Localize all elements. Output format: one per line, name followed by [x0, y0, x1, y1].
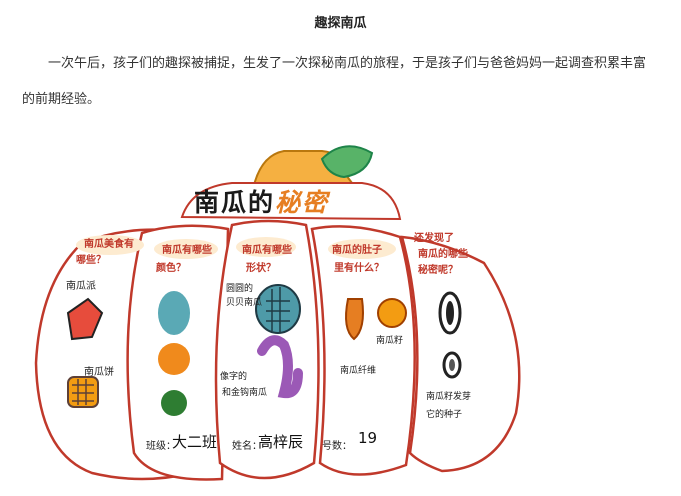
teal-blob: [158, 291, 190, 335]
section-3-heading-line1: 南瓜有哪些: [242, 245, 292, 256]
article-title: 趣探南瓜: [314, 16, 367, 31]
section-4-heading-line2: 里有什么？: [334, 263, 384, 274]
pumpkin-slice-drawing: [345, 298, 364, 341]
section-5-heading-line3: 秘密呢？: [418, 265, 458, 276]
heading-highlight: [236, 237, 296, 257]
heading-highlight: [76, 235, 144, 255]
poster-title: 南瓜的秘密: [194, 183, 329, 219]
pumpkin-cake-drawing: [67, 376, 99, 408]
heading-highlight: [328, 239, 396, 259]
pumpkin-leaf: [320, 145, 374, 179]
section-1-heading-line2: 哪些？: [76, 255, 106, 266]
section-4-heading-line1: 南瓜的肚子: [332, 245, 382, 256]
green-blob: [161, 390, 187, 416]
name-value: 高梓辰: [258, 433, 304, 451]
pumpkin-seed-cup-drawing: [377, 298, 407, 328]
article-paragraph: 一次午后，孩子们的趣探被捕捉，生发了一次探秘南瓜的旅程，于是孩子们与爸爸妈妈一起…: [22, 56, 647, 107]
section-1-item: 南瓜派: [66, 281, 96, 292]
poster-title-accent: 秘密: [275, 188, 330, 217]
section-3-item: 圆圆的: [226, 284, 254, 294]
section-5-heading-line1: 还发现了: [414, 233, 454, 244]
section-5-item: 它的种子: [426, 410, 463, 420]
section-2-heading-line1: 南瓜有哪些: [162, 245, 212, 256]
section-4-item: 南瓜籽: [376, 336, 404, 346]
section-3-item: 和金钩南瓜: [222, 388, 268, 398]
lobe-5: [400, 235, 521, 473]
class-value: 大二班: [172, 433, 218, 451]
section-5-item: 南瓜籽发芽: [426, 392, 472, 402]
section-1-heading-line1: 南瓜美食有: [84, 239, 134, 250]
lobe-4: [310, 225, 416, 476]
orange-blob: [158, 343, 190, 375]
number-value: 19: [358, 429, 378, 447]
section-5-heading-line2: 南瓜的哪些: [418, 249, 468, 260]
heading-highlight: [154, 239, 218, 259]
section-3-item: 贝贝南瓜: [226, 298, 263, 308]
title-plate: [180, 182, 402, 221]
section-4-item: 南瓜纤维: [340, 366, 377, 376]
round-pumpkin-drawing: [255, 284, 301, 334]
gourd-pumpkin-drawing: [257, 335, 303, 399]
pumpkin-drawing: [34, 145, 521, 481]
class-label: 班级：: [146, 441, 176, 452]
section-3-item: 像字的: [220, 372, 248, 382]
section-2-heading-line2: 颜色？: [156, 263, 186, 274]
section-3-heading-line2: 形状？: [246, 263, 276, 274]
pumpkin-poster-image: 南瓜的秘密 南瓜美食有 哪些？ 南瓜派 南瓜饼 南瓜有哪些 颜色？ 南瓜有哪些 …: [22, 133, 530, 496]
name-label: 姓名：: [232, 441, 262, 452]
section-1-item: 南瓜饼: [84, 367, 114, 378]
poster-title-main: 南瓜的: [194, 188, 276, 217]
pumpkin-pie-drawing: [66, 297, 104, 341]
number-label: 号数：: [322, 441, 352, 452]
